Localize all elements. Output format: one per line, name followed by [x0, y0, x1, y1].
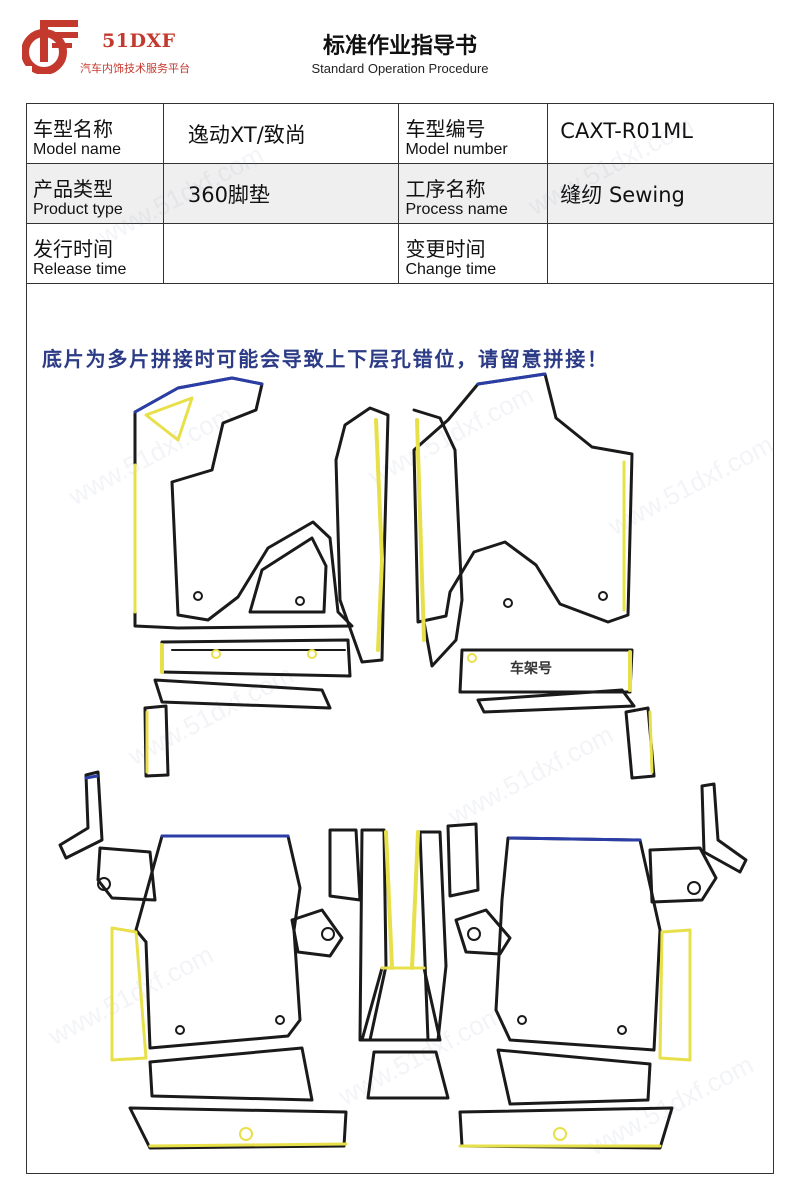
logo-subtitle: 汽车内饰技术服务平台	[80, 62, 190, 75]
front-left-mat-piece	[133, 376, 354, 630]
document-title: 标准作业指导书	[322, 34, 477, 59]
info-table: 车型名称 Model name 逸动XT/致尚 车型编号 Model numbe…	[26, 103, 774, 284]
logo-text: 51DXF	[102, 30, 176, 52]
model-number-label-cell: 车型编号 Model number	[398, 103, 549, 164]
model-name-label-cn: 车型名称	[33, 117, 113, 141]
release-time-label-en: Release time	[33, 261, 127, 278]
model-name-label-cell: 车型名称 Model name	[26, 103, 164, 164]
model-number-value: CAXT-R01ML	[560, 119, 693, 143]
release-time-label-cell: 发行时间 Release time	[26, 223, 164, 284]
release-time-value-cell	[162, 223, 400, 284]
process-name-label-en: Process name	[405, 201, 508, 218]
product-type-value: 360脚垫	[187, 183, 270, 207]
change-time-label-cn: 变更时间	[405, 237, 486, 261]
product-type-label-cn: 产品类型	[33, 177, 113, 201]
lower-right-pieces	[454, 782, 748, 1150]
upper-right-pieces	[412, 372, 656, 780]
table-row: 产品类型 Product type 360脚垫 工序名称 Process nam…	[26, 163, 774, 224]
vin-label: 车架号	[510, 661, 552, 677]
change-time-label-cell: 变更时间 Change time	[398, 223, 549, 284]
release-time-label-cn: 发行时间	[33, 237, 113, 261]
stitching-notice: 底片为多片拼接时可能会导致上下层孔错位，请留意拼接！	[42, 347, 609, 371]
product-type-label-en: Product type	[33, 201, 123, 218]
model-name-value-cell: 逸动XT/致尚	[162, 103, 400, 164]
process-name-label-cell: 工序名称 Process name	[398, 163, 549, 224]
model-number-label-en: Model number	[405, 141, 508, 158]
lower-left-pieces	[58, 770, 348, 1150]
logo: 51DXF 汽车内饰技术服务平台	[22, 16, 232, 80]
logo-mark-icon	[22, 20, 78, 74]
process-name-label-cn: 工序名称	[405, 177, 486, 201]
model-name-label-en: Model name	[33, 141, 122, 158]
model-number-label-cn: 车型编号	[405, 117, 486, 141]
document-subtitle: Standard Operation Procedure	[311, 61, 489, 76]
model-number-value-cell: CAXT-R01ML	[547, 103, 774, 164]
front-right-mat-piece	[412, 372, 634, 624]
change-time-value-cell	[547, 223, 774, 284]
table-row: 车型名称 Model name 逸动XT/致尚 车型编号 Model numbe…	[26, 103, 774, 164]
upper-left-pieces	[133, 376, 390, 778]
lower-center-pieces	[328, 822, 480, 1100]
model-name-value: 逸动XT/致尚	[187, 123, 306, 147]
change-time-label-en: Change time	[405, 261, 497, 278]
process-name-value-cell: 缝纫 Sewing	[547, 163, 774, 224]
process-name-value: 缝纫 Sewing	[560, 183, 685, 207]
product-type-value-cell: 360脚垫	[162, 163, 400, 224]
table-row: 发行时间 Release time 变更时间 Change time	[26, 223, 774, 284]
product-type-label-cell: 产品类型 Product type	[26, 163, 164, 224]
